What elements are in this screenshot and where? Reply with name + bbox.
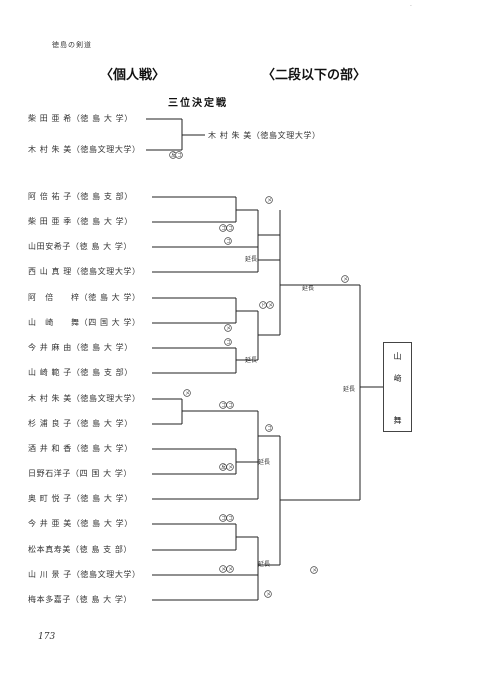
player-12: 日野石洋子（四 国 大 学） [28,469,133,478]
extension-label: 延長 [302,284,314,292]
score-marks: 反 コ メ コ コ コ メ ド メ メ コ メ コ コ コ 反 メ コ コ メ … [169,151,349,598]
round-2-joins [236,210,281,600]
round-3-joins [279,235,330,565]
extension-label: 延長 [245,356,257,364]
extension-label: 延長 [343,385,355,393]
mark-text: コ [221,516,226,522]
extension-label: 延長 [245,255,257,263]
mark-text: メ [185,392,190,397]
mark-text: コ [226,340,231,346]
mark-text: メ [268,304,273,309]
mark-text: コ [228,516,233,522]
champion-char: 﨑 [393,374,402,383]
final-joins [330,284,383,501]
mark-text: メ [228,466,233,471]
player-4: 西 山 真 理（徳島文理大学） [28,267,141,276]
champion-char: 舞 [393,416,402,425]
player-1: 阿 倍 祐 子（徳 島 支 部） [28,192,133,201]
mark-text: コ [226,239,231,245]
player-11: 酒 井 和 香（徳 島 大 学） [28,444,133,453]
mark-text: コ [228,226,233,232]
header-label: 徳島の剣道 [52,41,92,49]
mark-text: メ [226,327,231,332]
mark-text: メ [312,569,317,574]
mark-text: メ [221,568,226,573]
mark-text: コ [177,153,182,159]
title-division: 〈二段以下の部〉 [262,68,367,83]
extension-labels: 延長 延長 延長 延長 延長 延長 [245,255,355,568]
stray-mark: · [410,3,412,10]
player-8: 山 崎 範 子（徳 島 支 部） [28,368,133,377]
champion-box: 山 﨑 舞 [383,342,412,432]
mark-text: コ [221,226,226,232]
mark-text: 反 [171,152,176,159]
extension-label: 延長 [258,560,270,568]
title-individual: 〈個人戦〉 [100,68,166,83]
mark-text: メ [228,568,233,573]
mark-text: コ [221,403,226,409]
player-9: 木 村 朱 美（徳島文理大学） [28,394,141,403]
player-5: 阿 倍 梓（徳 島 大 学） [28,293,141,302]
player-3: 山田安希子（徳 島 大 学） [28,242,133,251]
third-place-player-1: 柴 田 亜 希（徳 島 大 学） [28,114,133,123]
round-1-joins [181,197,258,576]
title-third-place: 三位決定戦 [168,98,228,109]
player-10: 杉 浦 良 子（徳 島 大 学） [28,419,133,428]
player-13: 奥 町 悦 子（徳 島 大 学） [28,494,133,503]
mark-text: ド [261,304,266,309]
mark-text: 反 [221,464,226,471]
player-6: 山 崎 舞（四 国 大 学） [28,318,141,327]
page-number: 173 [38,632,56,642]
mark-text: コ [228,403,233,409]
player-17: 梅本多嘉子（徳 島 大 学） [28,595,133,604]
third-place-bracket [146,118,205,151]
third-place-winner: 木 村 朱 美（徳島文理大学） [208,131,321,140]
mark-text: メ [267,199,272,204]
player-15: 松本真寿美（徳 島 支 部） [28,545,133,554]
player-2: 柴 田 亜 季（徳 島 大 学） [28,217,133,226]
player-14: 今 井 亜 美（徳 島 大 学） [28,519,133,528]
champion-char: 山 [393,352,402,361]
player-7: 今 井 麻 由（徳 島 大 学） [28,343,133,352]
mark-text: メ [343,278,348,283]
mark-text: メ [266,593,271,598]
mark-text: コ [267,426,272,432]
third-place-player-2: 木 村 朱 美（徳島文理大学） [28,145,141,154]
leaf-lines [152,196,258,601]
player-16: 山 川 景 子（徳島文理大学） [28,570,141,579]
extension-label: 延長 [258,458,270,466]
